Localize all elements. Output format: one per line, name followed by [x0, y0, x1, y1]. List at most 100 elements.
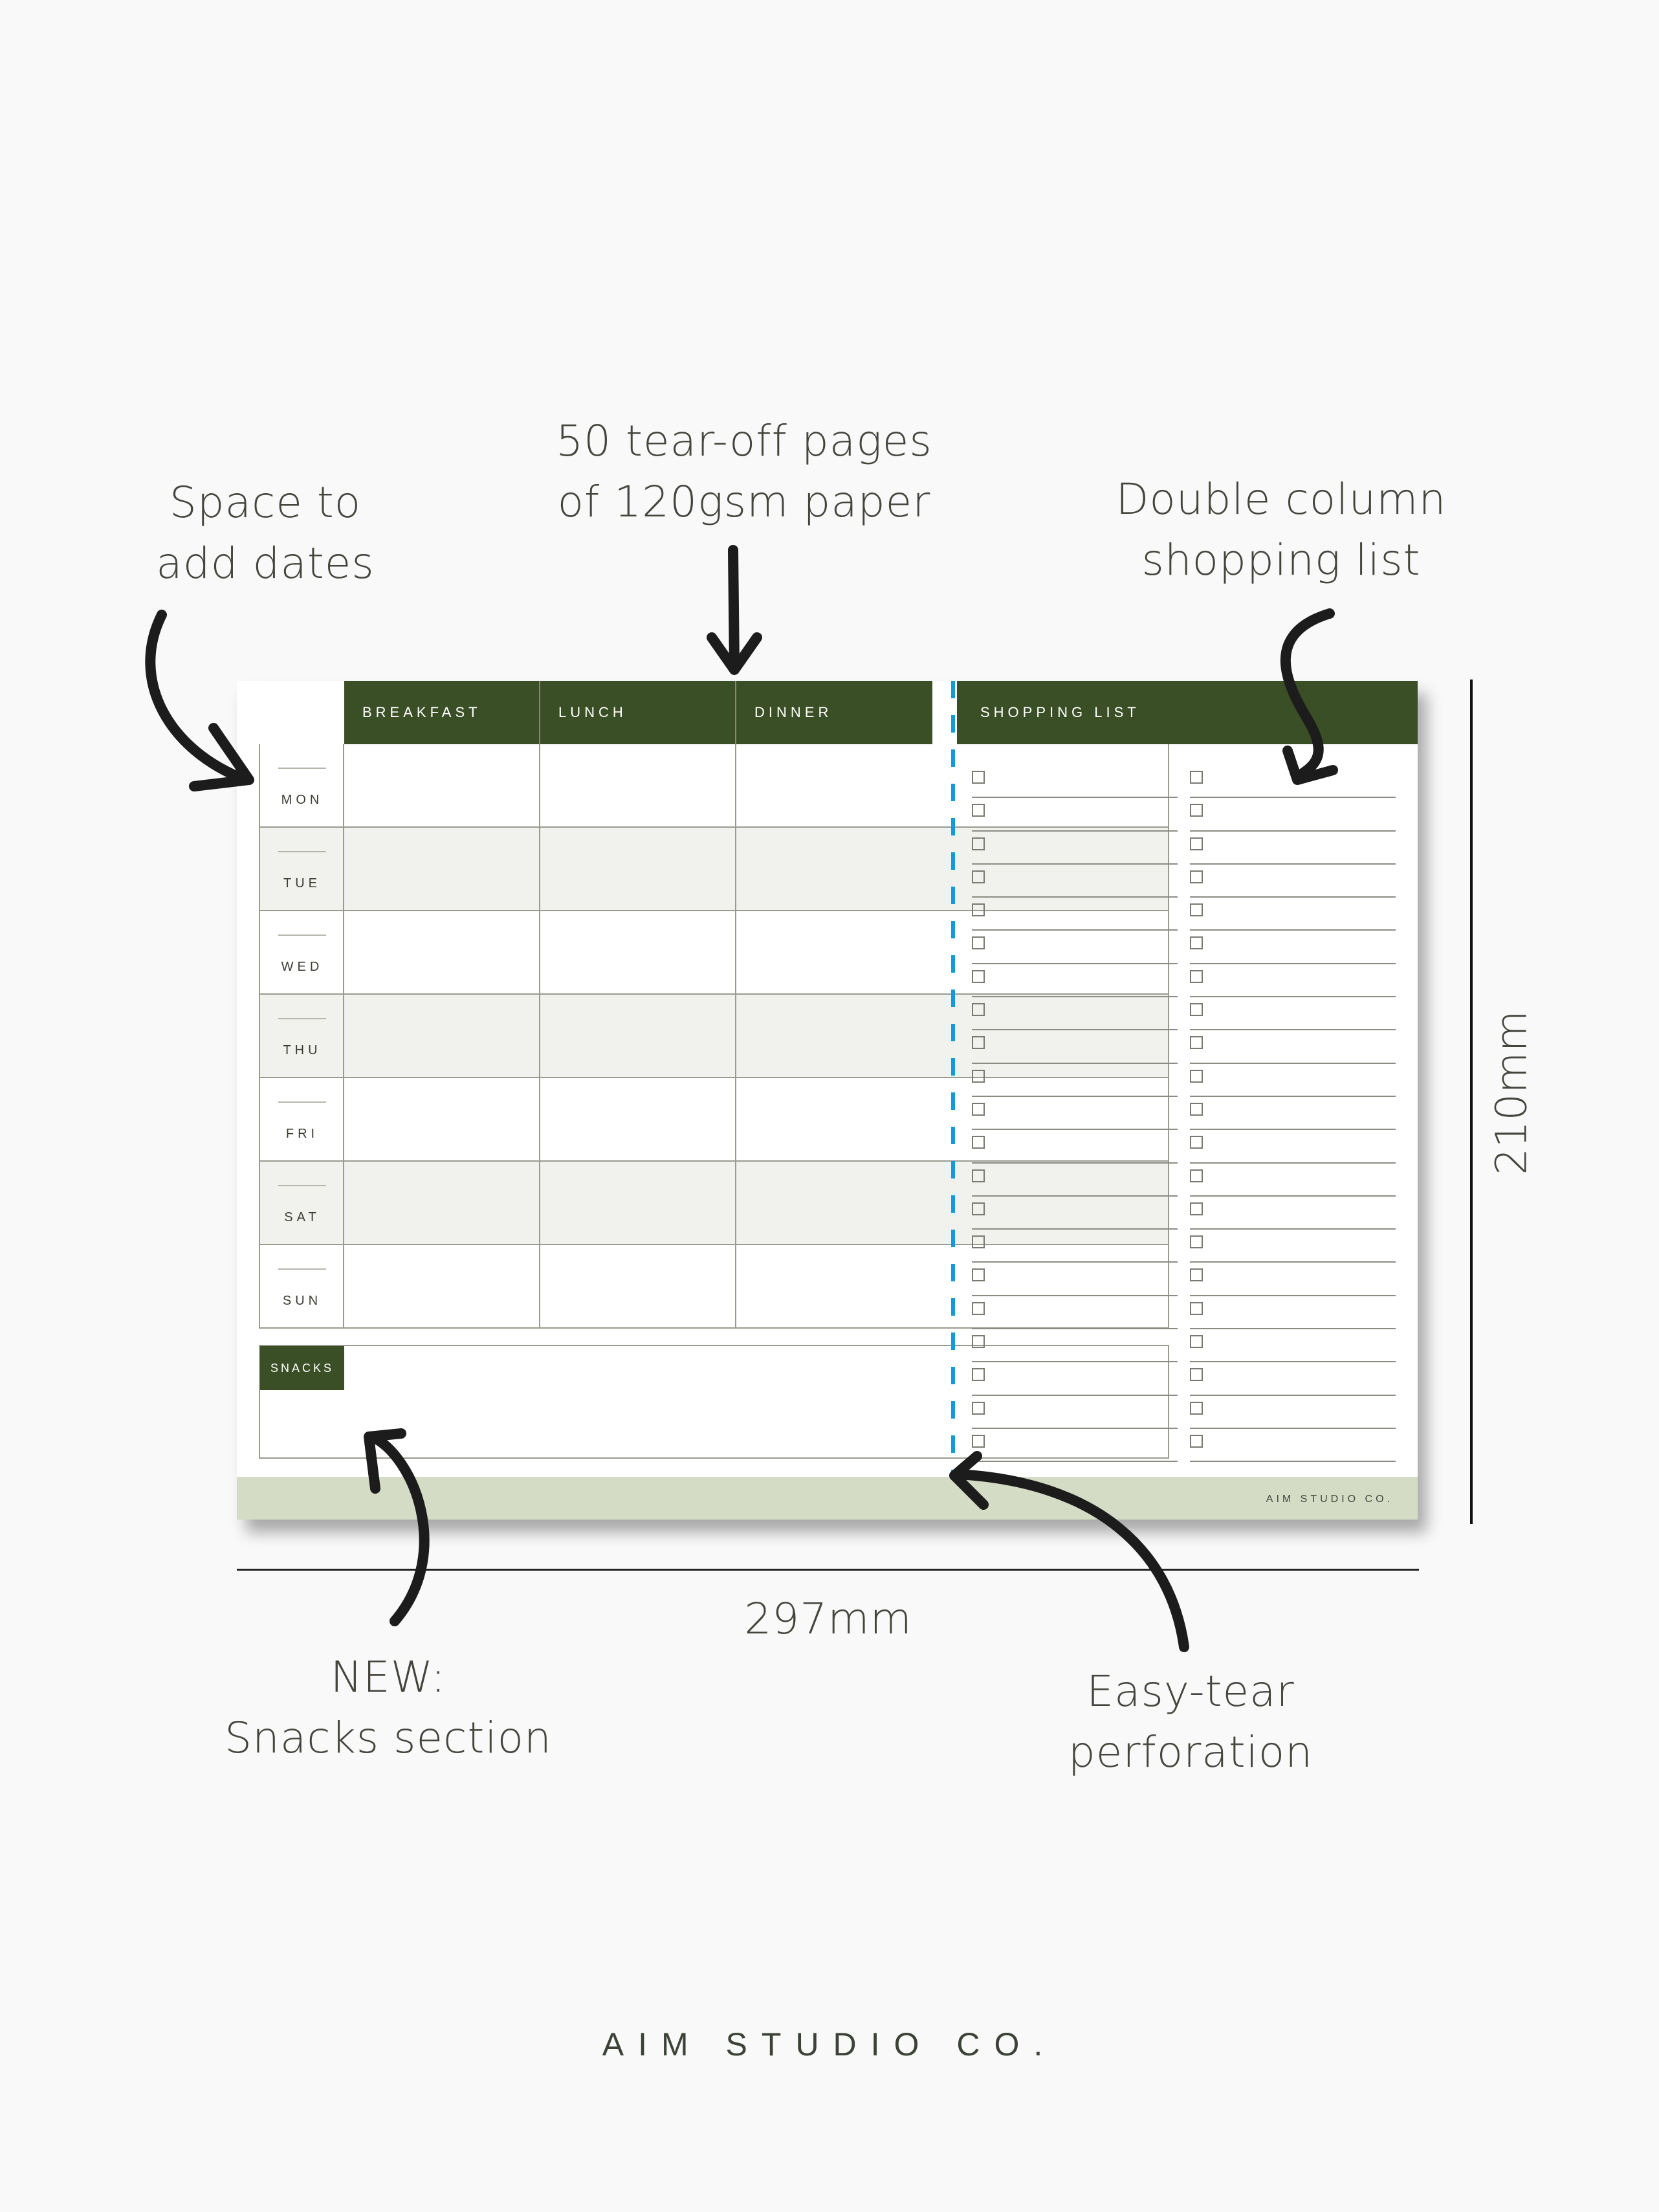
meal-cell-breakfast[interactable]: [344, 1078, 540, 1160]
date-line[interactable]: [278, 768, 326, 769]
shopping-item[interactable]: [1190, 1130, 1396, 1164]
checkbox-icon[interactable]: [972, 1136, 985, 1149]
checkbox-icon[interactable]: [1190, 1235, 1203, 1249]
shopping-item[interactable]: [1190, 765, 1396, 799]
meal-cell-lunch[interactable]: [540, 1078, 736, 1160]
checkbox-icon[interactable]: [1190, 1202, 1203, 1215]
meal-cell-breakfast[interactable]: [344, 1162, 540, 1244]
checkbox-icon[interactable]: [1190, 870, 1203, 883]
meal-cell-dinner[interactable]: [736, 1245, 1169, 1327]
checkbox-icon[interactable]: [1190, 771, 1203, 784]
checkbox-icon[interactable]: [1190, 1169, 1203, 1182]
checkbox-icon[interactable]: [1190, 1036, 1203, 1050]
checkbox-icon[interactable]: [972, 1401, 985, 1415]
checkbox-icon[interactable]: [1190, 903, 1203, 917]
checkbox-icon[interactable]: [1190, 1136, 1203, 1149]
shopping-item[interactable]: [1190, 1230, 1396, 1263]
checkbox-icon[interactable]: [972, 870, 985, 883]
shopping-item[interactable]: [972, 1064, 1178, 1097]
shopping-item[interactable]: [1190, 1197, 1396, 1230]
checkbox-icon[interactable]: [972, 936, 985, 950]
shopping-item[interactable]: [972, 1329, 1178, 1363]
date-line[interactable]: [278, 1018, 326, 1019]
shopping-item[interactable]: [1190, 1097, 1396, 1131]
shopping-item[interactable]: [1190, 931, 1396, 964]
date-line[interactable]: [278, 935, 326, 936]
checkbox-icon[interactable]: [1190, 936, 1203, 950]
shopping-item[interactable]: [972, 765, 1178, 799]
meal-cell-breakfast[interactable]: [344, 995, 540, 1077]
checkbox-icon[interactable]: [1190, 1301, 1203, 1315]
meal-cell-breakfast[interactable]: [344, 828, 540, 910]
checkbox-icon[interactable]: [972, 771, 985, 784]
checkbox-icon[interactable]: [1190, 1069, 1203, 1083]
shopping-item[interactable]: [972, 931, 1178, 964]
checkbox-icon[interactable]: [972, 1102, 985, 1116]
shopping-item[interactable]: [1190, 832, 1396, 865]
checkbox-icon[interactable]: [972, 1434, 985, 1448]
checkbox-icon[interactable]: [1190, 1268, 1203, 1282]
date-line[interactable]: [278, 1185, 326, 1186]
meal-cell-dinner[interactable]: [736, 744, 1169, 826]
shopping-item[interactable]: [1190, 798, 1396, 832]
shopping-item[interactable]: [1190, 1263, 1396, 1296]
checkbox-icon[interactable]: [972, 1036, 985, 1050]
shopping-item[interactable]: [1190, 1396, 1396, 1429]
checkbox-icon[interactable]: [1190, 1003, 1203, 1017]
shopping-item[interactable]: [972, 798, 1178, 832]
checkbox-icon[interactable]: [1190, 1401, 1203, 1415]
shopping-item[interactable]: [1190, 1064, 1396, 1097]
checkbox-icon[interactable]: [972, 903, 985, 917]
meal-cell-breakfast[interactable]: [344, 744, 540, 826]
shopping-item[interactable]: [972, 1296, 1178, 1330]
shopping-item[interactable]: [1190, 1296, 1396, 1330]
meal-cell-dinner[interactable]: [736, 828, 1169, 910]
shopping-item[interactable]: [1190, 1429, 1396, 1463]
checkbox-icon[interactable]: [972, 804, 985, 817]
meal-cell-dinner[interactable]: [736, 911, 1169, 993]
meal-cell-lunch[interactable]: [540, 995, 736, 1077]
shopping-item[interactable]: [1190, 865, 1396, 898]
shopping-item[interactable]: [972, 1429, 1178, 1463]
snacks-section[interactable]: SNACKS: [259, 1345, 1169, 1459]
checkbox-icon[interactable]: [1190, 1368, 1203, 1382]
shopping-item[interactable]: [972, 1130, 1178, 1164]
shopping-item[interactable]: [972, 1164, 1178, 1197]
date-line[interactable]: [278, 1268, 326, 1270]
meal-cell-lunch[interactable]: [540, 1245, 736, 1327]
shopping-item[interactable]: [1190, 898, 1396, 931]
checkbox-icon[interactable]: [972, 969, 985, 983]
shopping-item[interactable]: [1190, 1362, 1396, 1396]
meal-cell-dinner[interactable]: [736, 1162, 1169, 1244]
date-line[interactable]: [278, 1101, 326, 1103]
checkbox-icon[interactable]: [972, 837, 985, 850]
shopping-item[interactable]: [1190, 1030, 1396, 1064]
shopping-item[interactable]: [1190, 1329, 1396, 1363]
checkbox-icon[interactable]: [972, 1235, 985, 1249]
checkbox-icon[interactable]: [1190, 969, 1203, 983]
shopping-item[interactable]: [1190, 997, 1396, 1031]
shopping-item[interactable]: [972, 997, 1178, 1031]
shopping-item[interactable]: [972, 964, 1178, 998]
checkbox-icon[interactable]: [972, 1268, 985, 1282]
shopping-item[interactable]: [972, 1197, 1178, 1230]
shopping-item[interactable]: [972, 1263, 1178, 1296]
meal-cell-dinner[interactable]: [736, 995, 1169, 1077]
meal-cell-dinner[interactable]: [736, 1078, 1169, 1160]
checkbox-icon[interactable]: [972, 1301, 985, 1315]
checkbox-icon[interactable]: [1190, 1335, 1203, 1349]
checkbox-icon[interactable]: [1190, 804, 1203, 817]
shopping-item[interactable]: [972, 865, 1178, 898]
date-line[interactable]: [278, 851, 326, 852]
shopping-item[interactable]: [1190, 964, 1396, 998]
shopping-item[interactable]: [972, 832, 1178, 865]
checkbox-icon[interactable]: [1190, 1434, 1203, 1448]
meal-cell-lunch[interactable]: [540, 828, 736, 910]
meal-cell-breakfast[interactable]: [344, 911, 540, 993]
checkbox-icon[interactable]: [972, 1335, 985, 1349]
shopping-item[interactable]: [972, 1097, 1178, 1131]
shopping-item[interactable]: [972, 898, 1178, 931]
shopping-item[interactable]: [1190, 1164, 1396, 1197]
shopping-item[interactable]: [972, 1230, 1178, 1263]
checkbox-icon[interactable]: [1190, 1102, 1203, 1116]
